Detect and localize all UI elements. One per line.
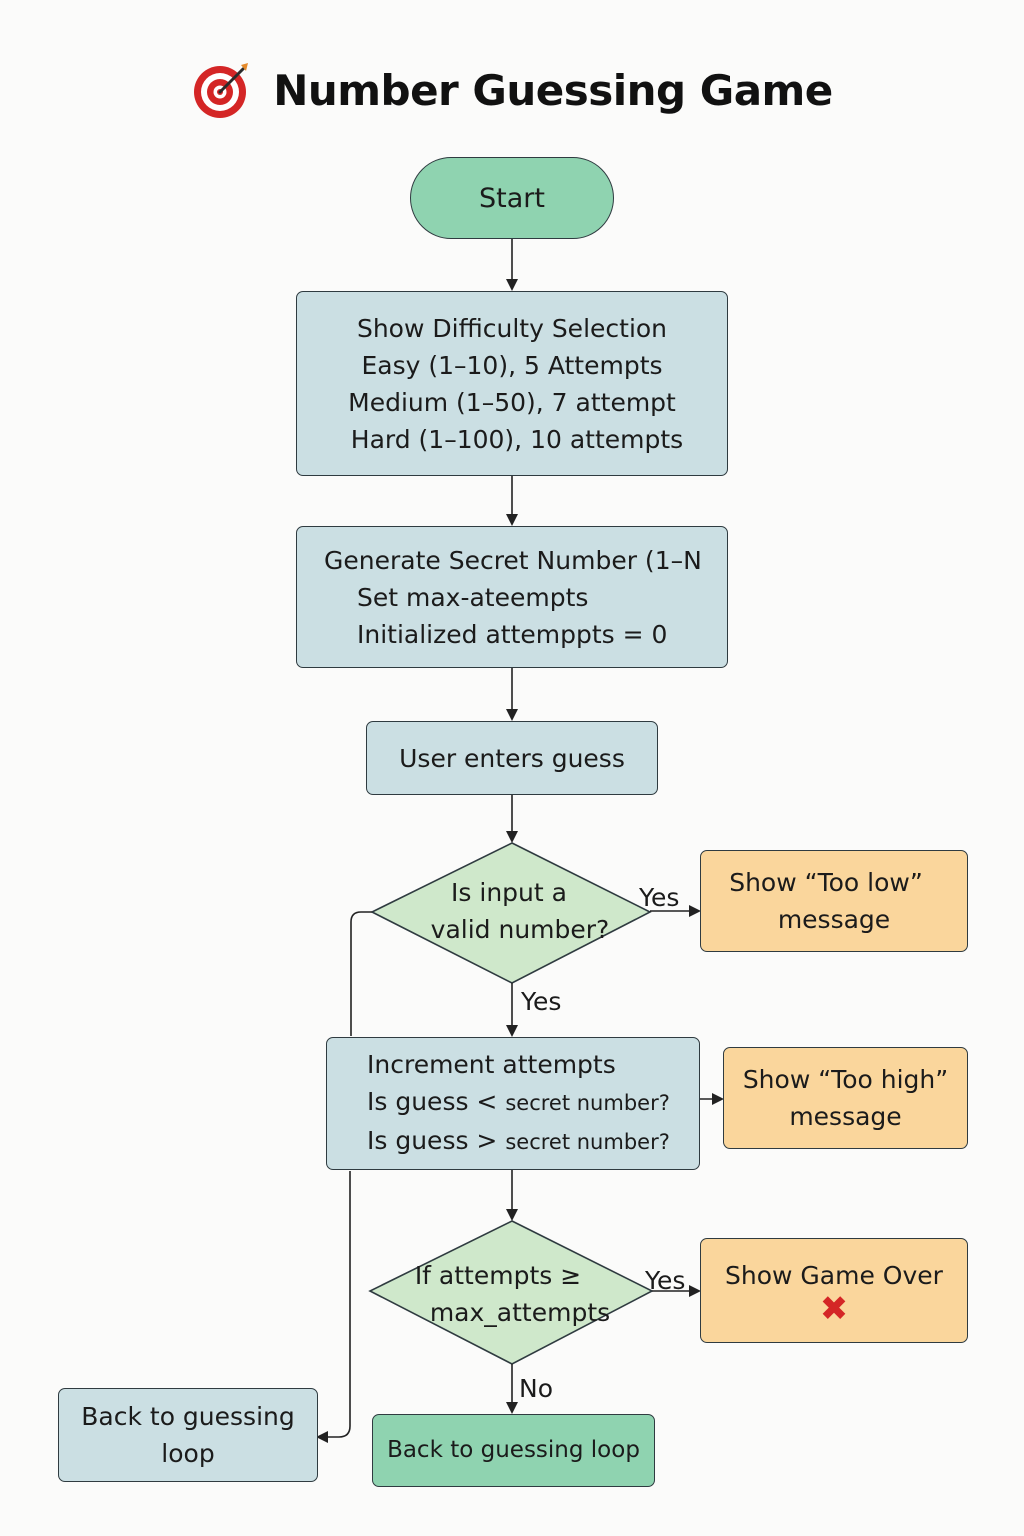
increment-line3-small: secret number?	[505, 1130, 670, 1154]
generate-secret-box: Generate Secret Number (1–N Set max-atee…	[296, 526, 728, 668]
increment-line1: Increment attempts	[367, 1050, 616, 1079]
target-icon	[194, 63, 249, 118]
cross-icon: ✖	[819, 1289, 849, 1329]
arrow-loop-to-back-left	[316, 1171, 351, 1443]
valid-check-line2: valid number?	[430, 915, 610, 944]
increment-line2-small: secret number?	[505, 1091, 670, 1115]
too-low-line1: Show “Too low”	[729, 868, 923, 897]
difficulty-selection-box: Show Difficulty Selection Easy (1–10), 5…	[296, 291, 728, 476]
attempts-check-line1: If attempts ≥	[414, 1261, 582, 1290]
start-label: Start	[479, 182, 545, 214]
game-over-label: Show Game Over	[725, 1261, 943, 1290]
increment-line2: Is guess < secret number?	[367, 1083, 699, 1122]
user-guess-label: User enters guess	[399, 743, 625, 773]
back-left-line2: loop	[161, 1439, 215, 1468]
valid-check-label: Is input a valid number?	[402, 874, 638, 948]
user-guess-box: User enters guess	[366, 721, 658, 795]
edge-label-attempts-yes: Yes	[645, 1266, 686, 1295]
increment-line2-main: Is guess <	[367, 1087, 498, 1116]
edge-label-valid-yes-right: Yes	[639, 883, 680, 912]
increment-line3-main: Is guess >	[367, 1126, 498, 1155]
start-node: Start	[410, 157, 614, 239]
too-low-line2: message	[777, 905, 891, 934]
difficulty-hard: Hard (1–100), 10 attempts	[350, 424, 684, 454]
page-title-group: Number Guessing Game	[0, 50, 1024, 130]
back-left-line1: Back to guessing	[81, 1402, 295, 1431]
generate-heading: Generate Secret Number (1–N	[324, 545, 702, 575]
increment-attempts-box: Increment attempts Is guess < secret num…	[326, 1037, 700, 1170]
page-title: Number Guessing Game	[273, 65, 833, 115]
edge-label-attempts-no: No	[519, 1374, 553, 1403]
attempts-check-label: If attempts ≥ max_attempts	[400, 1257, 640, 1331]
too-high-line2: message	[789, 1102, 902, 1131]
too-low-box: Show “Too low” message	[700, 850, 968, 952]
too-high-line1: Show “Too high”	[742, 1065, 949, 1094]
game-over-box: Show Game Over ✖	[700, 1238, 968, 1343]
valid-check-line1: Is input a	[451, 878, 567, 907]
difficulty-easy: Easy (1–10), 5 Attempts	[361, 350, 663, 380]
back-to-loop-left-box: Back to guessing loop	[58, 1388, 318, 1482]
back-to-loop-bottom-box: Back to guessing loop	[372, 1414, 655, 1487]
generate-init-attempts: Initialized attemppts = 0	[357, 619, 668, 649]
increment-line3: Is guess > secret number?	[367, 1122, 699, 1161]
edge-label-valid-yes-down: Yes	[521, 987, 562, 1016]
line-valid-left-loop	[350, 911, 372, 1036]
too-high-box: Show “Too high” message	[723, 1047, 968, 1149]
generate-max-attempts: Set max-ateempts	[357, 582, 589, 612]
back-bottom-label: Back to guessing loop	[387, 1437, 640, 1463]
difficulty-heading: Show Difficulty Selection	[356, 313, 668, 343]
difficulty-medium: Medium (1–50), 7 attempt	[348, 387, 676, 417]
attempts-check-line2: max_attempts	[429, 1298, 611, 1327]
